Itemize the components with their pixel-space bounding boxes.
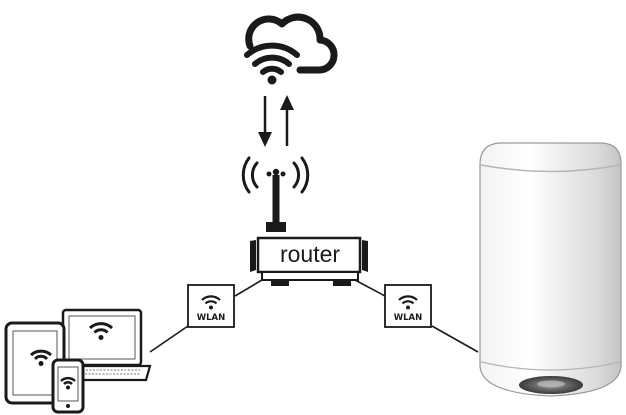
router-label: router xyxy=(280,241,340,267)
water-heater-icon xyxy=(479,142,622,397)
wlan-adapter-right: WLAN xyxy=(384,284,432,328)
wlan-label-right: WLAN xyxy=(394,313,422,323)
cloud-wifi-icon xyxy=(244,13,338,85)
wifi-icon xyxy=(30,349,52,366)
router-icon: router xyxy=(250,236,368,286)
wlan-label-left: WLAN xyxy=(197,313,225,323)
wifi-icon xyxy=(398,295,418,310)
wifi-icon xyxy=(201,295,221,310)
connection-lines xyxy=(149,279,479,353)
antenna-signal-icon xyxy=(241,156,310,232)
user-devices xyxy=(4,308,152,414)
wifi-icon xyxy=(60,376,76,390)
wifi-icon xyxy=(88,322,114,340)
data-exchange-arrows xyxy=(258,95,294,147)
smartphone-icon xyxy=(51,358,85,414)
wlan-adapter-left: WLAN xyxy=(187,284,235,328)
